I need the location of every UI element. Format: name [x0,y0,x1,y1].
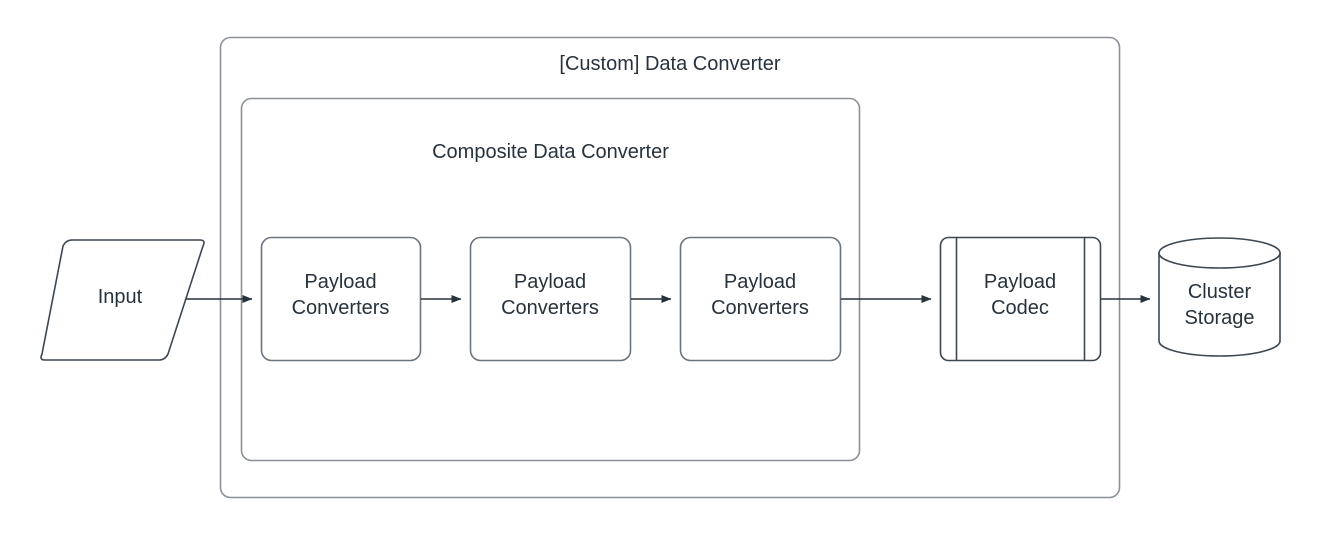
node-payload-converters-2[interactable] [469,236,632,362]
container-composite-data-converter-title: Composite Data Converter [432,141,669,163]
container-custom-data-converter-title: [Custom] Data Converter [559,53,781,75]
node-input[interactable] [40,239,205,361]
node-payload-converters-1[interactable] [260,236,422,362]
node-cluster-storage-top [1158,237,1281,269]
node-cluster-storage-body[interactable] [1158,252,1281,357]
node-payload-codec[interactable] [939,236,1102,362]
node-payload-converters-3[interactable] [679,236,842,362]
